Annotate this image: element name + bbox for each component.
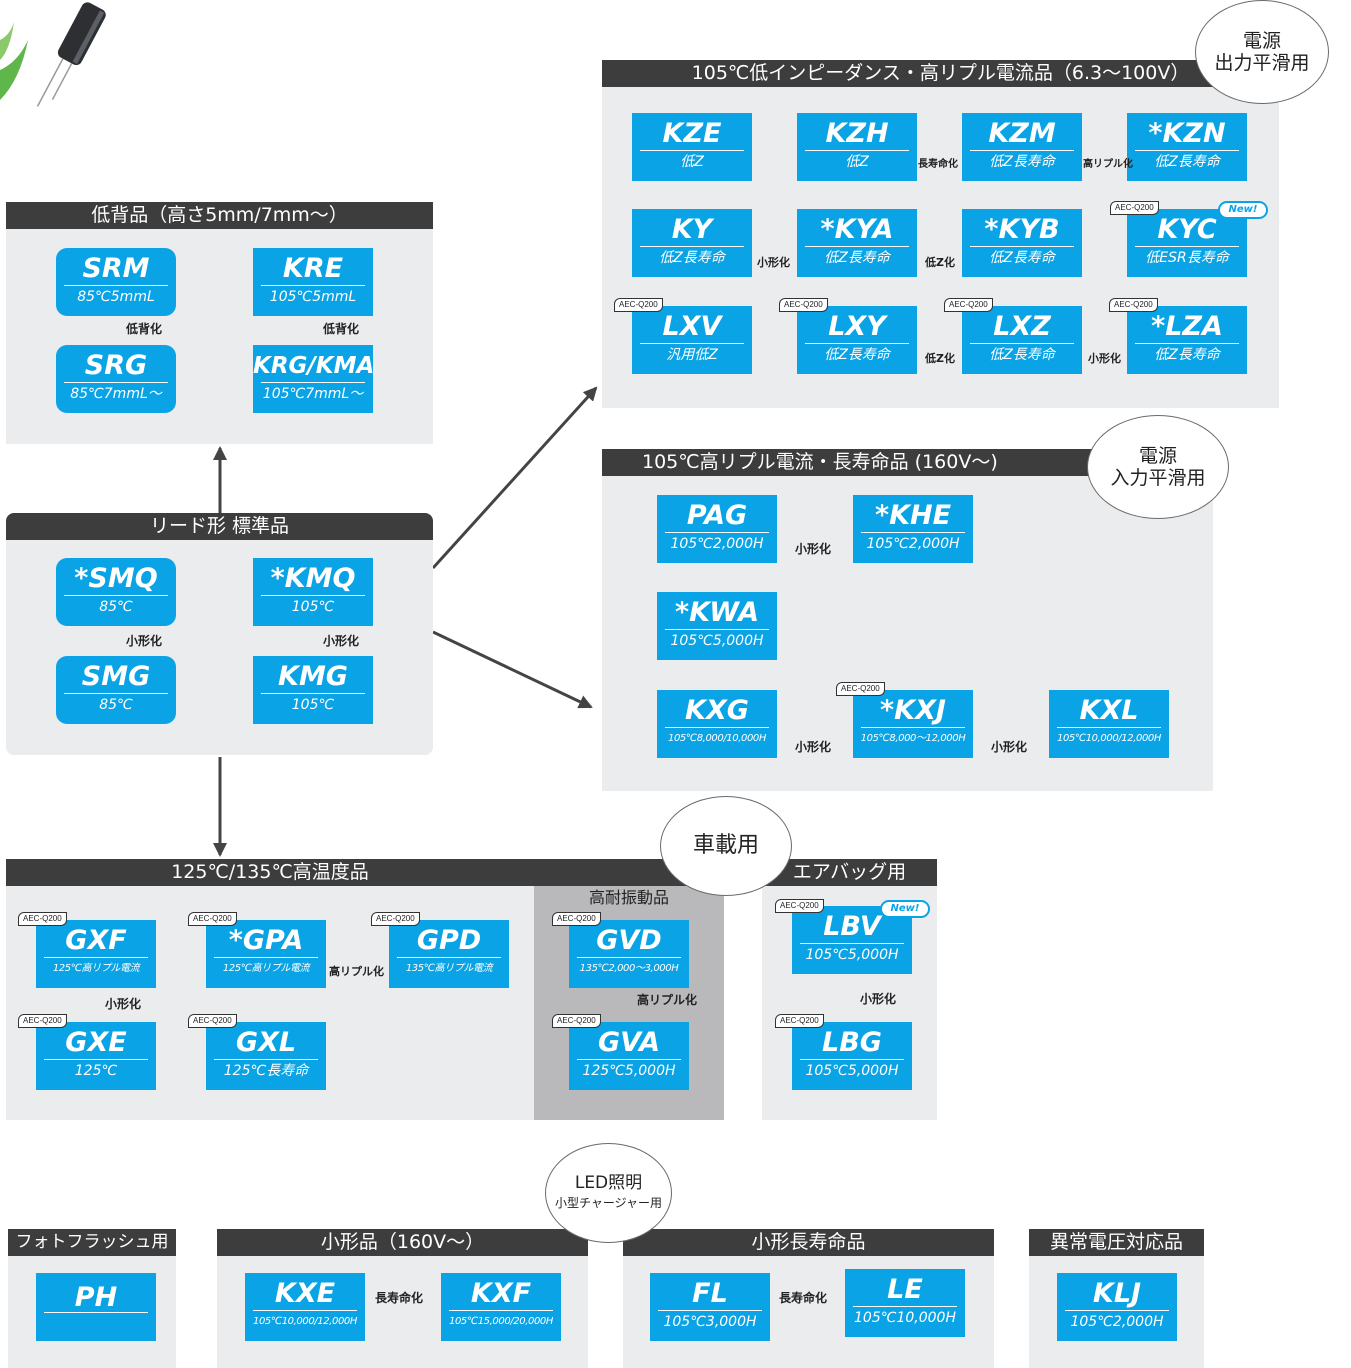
- panel-subtitle: 高耐振動品: [588, 888, 669, 907]
- label-smaller: 小形化: [126, 634, 163, 648]
- aec-q200-badge: AEC-Q200: [552, 1014, 601, 1028]
- panel-title: 小形品（160V〜）: [217, 1229, 588, 1256]
- aec-q200-badge: AEC-Q200: [779, 298, 828, 312]
- new-badge: New!: [880, 900, 930, 918]
- panel-title: 125℃/135℃高温度品: [6, 859, 534, 886]
- panel-title: フォトフラッシュ用: [8, 1229, 176, 1256]
- panel-title: 105℃高リプル電流・長寿命品 (160V〜): [602, 449, 1093, 476]
- aec-q200-badge: AEC-Q200: [836, 682, 885, 696]
- panel-title: 小形長寿命品: [623, 1229, 994, 1256]
- label-smaller: 小形化: [1088, 352, 1121, 365]
- panel-title: エアバッグ用: [762, 859, 937, 886]
- label-high-ripple: 高リプル化: [329, 965, 384, 978]
- label-smaller: 小形化: [323, 634, 360, 648]
- aec-q200-badge: AEC-Q200: [614, 298, 663, 312]
- panel-title: 105℃低インピーダンス・高リプル電流品（6.3〜100V）: [602, 60, 1279, 87]
- aec-q200-badge: AEC-Q200: [944, 298, 993, 312]
- panel-title: 異常電圧対応品: [1029, 1229, 1204, 1256]
- panel-title: リード形 標準品: [6, 513, 433, 540]
- aec-q200-badge: AEC-Q200: [371, 912, 420, 926]
- label-longer: 長寿命化: [779, 1291, 828, 1305]
- label-low-z: 低Z化: [925, 256, 955, 269]
- aec-q200-badge: AEC-Q200: [552, 912, 601, 926]
- bubble-led: LED照明 小型チャージャー用: [545, 1143, 672, 1243]
- aec-q200-badge: AEC-Q200: [1109, 298, 1158, 312]
- aec-q200-badge: AEC-Q200: [775, 899, 824, 913]
- aec-q200-badge: AEC-Q200: [188, 912, 237, 926]
- label-smaller: 小形化: [105, 997, 142, 1011]
- panel-title: 低背品（高さ5mm/7mm〜）: [6, 202, 433, 229]
- label-longer: 長寿命化: [918, 159, 958, 170]
- aec-q200-badge: AEC-Q200: [18, 1014, 67, 1028]
- label-low-z: 低Z化: [925, 352, 955, 365]
- aec-q200-badge: AEC-Q200: [18, 912, 67, 926]
- label-low-back: 低背化: [126, 322, 163, 336]
- label-low-back: 低背化: [323, 322, 360, 336]
- label-high-ripple: 高リプル化: [637, 993, 698, 1007]
- label-smaller: 小形化: [795, 542, 832, 556]
- product-photo: [0, 0, 115, 130]
- label-high-ripple: 高リプル化: [1083, 159, 1133, 170]
- aec-q200-badge: AEC-Q200: [775, 1014, 824, 1028]
- aec-q200-badge: AEC-Q200: [188, 1014, 237, 1028]
- label-smaller: 小形化: [795, 740, 832, 754]
- bubble-psu-input: 電源 入力平滑用: [1087, 415, 1229, 519]
- aec-q200-badge: AEC-Q200: [1110, 201, 1159, 215]
- label-smaller: 小形化: [991, 740, 1028, 754]
- label-longer: 長寿命化: [375, 1291, 424, 1305]
- label-smaller: 小形化: [757, 256, 790, 269]
- product-ph[interactable]: PH: [36, 1273, 156, 1341]
- bubble-psu-output: 電源 出力平滑用: [1195, 0, 1329, 104]
- label-smaller: 小形化: [860, 992, 897, 1006]
- bubble-automotive: 車載用: [660, 796, 792, 896]
- new-badge: New!: [1218, 201, 1268, 219]
